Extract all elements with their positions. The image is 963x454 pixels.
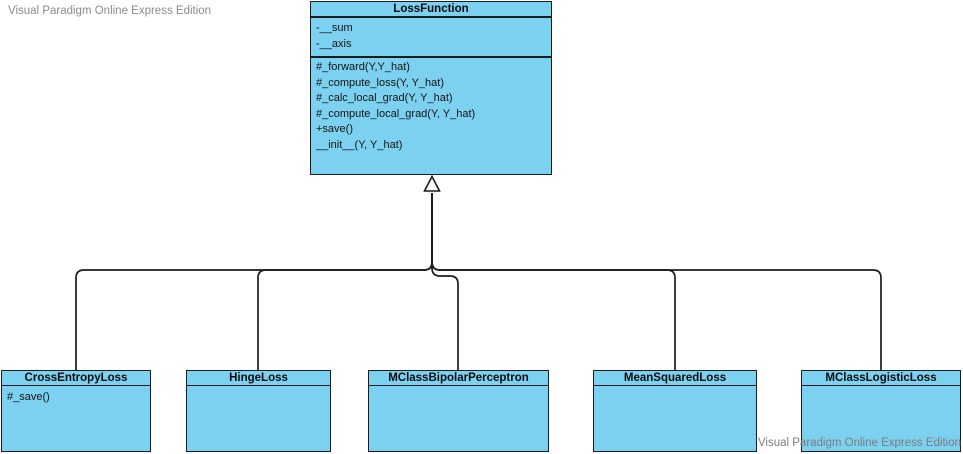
member-row: +save() — [316, 123, 353, 135]
class-mclasslogisticloss[interactable]: MClassLogisticLoss — [801, 370, 961, 452]
watermark-bottom-right: Visual Paradigm Online Express Edition — [757, 437, 961, 449]
methods-compartment: #_forward(Y,Y_hat) #_compute_loss(Y, Y_ha… — [311, 58, 551, 153]
class-mclassbipolarperceptron[interactable]: MClassBipolarPerceptron — [368, 370, 549, 452]
class-title: MClassLogisticLoss — [802, 371, 960, 386]
member-row: #_compute_local_grad(Y, Y_hat) — [316, 107, 476, 120]
connector-meansquaredloss[interactable] — [431, 193, 676, 370]
methods-compartment: #_save() — [2, 386, 150, 406]
class-title: MeanSquaredLoss — [594, 371, 756, 386]
class-title: HingeLoss — [187, 371, 330, 386]
class-lossfunction[interactable]: LossFunction -__sum -__axis #_forward(Y,Y… — [310, 1, 552, 175]
member-row: #_forward(Y,Y_hat) — [316, 61, 410, 73]
connector-mclassbipolarperceptron[interactable] — [431, 193, 459, 370]
class-title: LossFunction — [311, 2, 551, 18]
member-row: -__sum — [316, 22, 353, 34]
methods-compartment — [802, 386, 960, 390]
methods-compartment — [594, 386, 756, 390]
watermark-top-left: Visual Paradigm Online Express Edition — [8, 5, 212, 17]
attributes-compartment: -__sum -__axis — [311, 18, 551, 58]
class-meansquaredloss[interactable]: MeanSquaredLoss — [593, 370, 757, 452]
member-row: -__axis — [316, 37, 352, 50]
class-hingeloss[interactable]: HingeLoss — [186, 370, 331, 452]
connector-hingeloss[interactable] — [257, 193, 433, 370]
inheritance-arrowhead-icon — [423, 174, 441, 192]
connector-mclasslogisticloss[interactable] — [431, 193, 882, 370]
class-title: MClassBipolarPerceptron — [369, 371, 548, 386]
member-row: #_compute_loss(Y, Y_hat) — [316, 76, 445, 89]
methods-compartment — [369, 386, 548, 390]
member-row: __init__(Y, Y_hat) — [316, 138, 403, 151]
member-row: #_calc_local_grad(Y, Y_hat) — [316, 92, 453, 104]
connector-crossentropyloss[interactable] — [75, 193, 433, 370]
methods-compartment — [187, 386, 330, 390]
class-title: CrossEntropyLoss — [2, 371, 150, 386]
class-crossentropyloss[interactable]: CrossEntropyLoss #_save() — [1, 370, 151, 452]
member-row: #_save() — [7, 391, 50, 403]
